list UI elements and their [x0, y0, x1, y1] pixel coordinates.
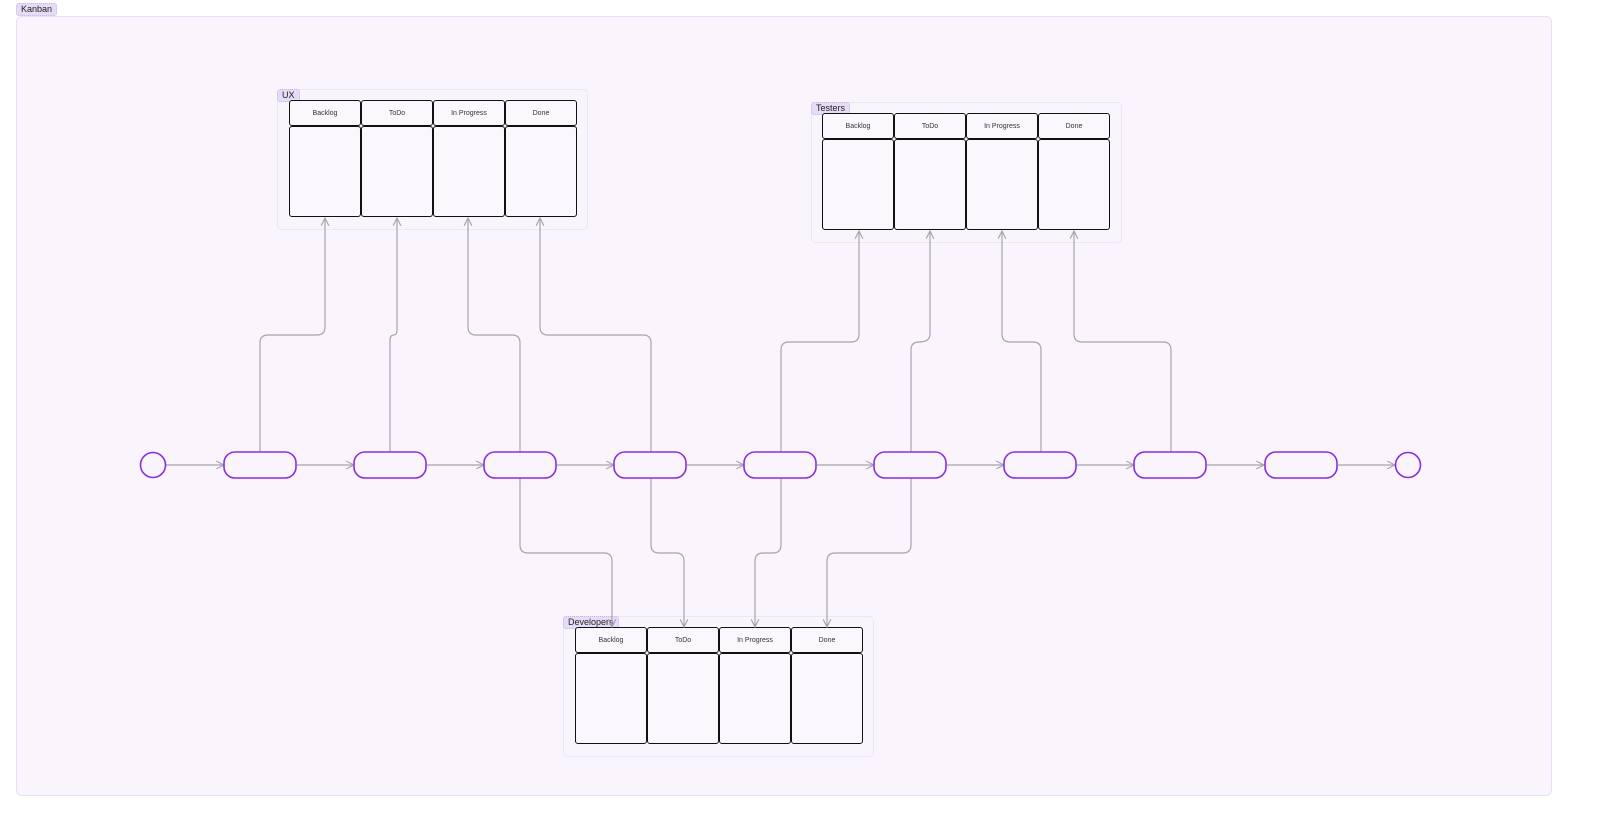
developers-column-in-progress[interactable]: In Progress: [719, 627, 791, 744]
end-circle[interactable]: [1394, 451, 1422, 479]
flow-state-4[interactable]: [613, 451, 687, 479]
testers-column-backlog[interactable]: Backlog: [822, 113, 894, 230]
testers-column-header: Done: [1038, 113, 1110, 139]
ux-board: Backlog ToDo In Progress Done: [289, 100, 577, 217]
testers-column-in-progress[interactable]: In Progress: [966, 113, 1038, 230]
flow-state-3[interactable]: [483, 451, 557, 479]
ux-column-header: Done: [505, 100, 577, 126]
flow-state-2[interactable]: [353, 451, 427, 479]
connector-ux-todo: [389, 218, 397, 452]
ux-column-header: Backlog: [289, 100, 361, 126]
connector-developers-backlog: [519, 478, 612, 627]
testers-column-header: Backlog: [822, 113, 894, 139]
connector-developers-todo: [650, 478, 684, 627]
ux-column-done[interactable]: Done: [505, 100, 577, 217]
ux-group-label: UX: [277, 89, 300, 102]
ux-column-header: In Progress: [433, 100, 505, 126]
developers-column-todo[interactable]: ToDo: [647, 627, 719, 744]
ux-column-todo[interactable]: ToDo: [361, 100, 433, 217]
flow-state-9[interactable]: [1264, 451, 1338, 479]
connector-ux-done: [540, 218, 652, 452]
flow-state-5[interactable]: [743, 451, 817, 479]
developers-column-body[interactable]: [575, 653, 647, 744]
start-circle[interactable]: [139, 451, 167, 479]
developers-group-label: Developers: [563, 616, 619, 629]
flow-state-7[interactable]: [1003, 451, 1077, 479]
testers-column-body[interactable]: [822, 139, 894, 230]
developers-column-body[interactable]: [647, 653, 719, 744]
flow-state-6[interactable]: [873, 451, 947, 479]
developers-column-done[interactable]: Done: [791, 627, 863, 744]
testers-column-header: ToDo: [894, 113, 966, 139]
testers-column-todo[interactable]: ToDo: [894, 113, 966, 230]
testers-column-body[interactable]: [1038, 139, 1110, 230]
testers-column-body[interactable]: [966, 139, 1038, 230]
ux-column-body[interactable]: [433, 126, 505, 217]
connector-testers-in-progress: [1002, 231, 1042, 452]
connector-testers-done: [1074, 231, 1172, 452]
testers-column-body[interactable]: [894, 139, 966, 230]
ux-column-body[interactable]: [361, 126, 433, 217]
testers-column-header: In Progress: [966, 113, 1038, 139]
ux-column-body[interactable]: [289, 126, 361, 217]
developers-column-body[interactable]: [719, 653, 791, 744]
developers-board: Backlog ToDo In Progress Done: [575, 627, 863, 744]
connector-ux-backlog: [259, 218, 325, 452]
connector-developers-in-progress: [755, 478, 782, 627]
connector-testers-todo: [910, 231, 930, 452]
flow-state-8[interactable]: [1133, 451, 1207, 479]
flow-state-1[interactable]: [223, 451, 297, 479]
connector-ux-in-progress: [468, 218, 521, 452]
developers-column-header: Backlog: [575, 627, 647, 653]
developers-column-backlog[interactable]: Backlog: [575, 627, 647, 744]
testers-column-done[interactable]: Done: [1038, 113, 1110, 230]
connector-developers-done: [827, 478, 912, 627]
ux-column-header: ToDo: [361, 100, 433, 126]
ux-column-in-progress[interactable]: In Progress: [433, 100, 505, 217]
testers-board: Backlog ToDo In Progress Done: [822, 113, 1110, 230]
developers-column-body[interactable]: [791, 653, 863, 744]
ux-column-body[interactable]: [505, 126, 577, 217]
kanban-label: Kanban: [16, 3, 58, 16]
developers-column-header: In Progress: [719, 627, 791, 653]
connector-testers-backlog: [780, 231, 859, 452]
ux-column-backlog[interactable]: Backlog: [289, 100, 361, 217]
developers-column-header: ToDo: [647, 627, 719, 653]
